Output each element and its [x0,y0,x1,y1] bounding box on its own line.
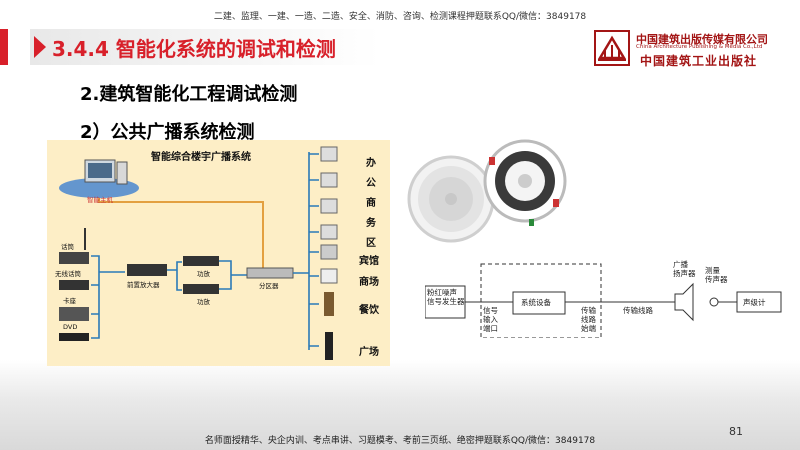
pc-label: 智能主机 [87,196,113,204]
zone-char-ban: 办 [366,158,376,169]
block-line: 传输线路 [623,306,653,315]
source-mic: 话筒 [61,243,74,251]
block-input-port: 信号 输入 端口 [483,306,498,333]
amp-label-2: 功放 [197,298,210,306]
amp-label-1: 功放 [197,270,210,278]
source-wireless-mic: 无线话筒 [55,270,81,278]
zone-mall: 商场 [359,277,379,288]
background-floor [0,360,800,450]
page-number: 81 [729,425,743,438]
ceiling-speaker-photos [403,135,593,245]
subsection-heading: 2）公共广播系统检测 [80,122,255,143]
diagram-title: 智能综合楼宇广播系统 [151,152,251,163]
section-heading: 2.建筑智能化工程调试检测 [80,84,298,105]
bottom-contact-note: 名师面授精华、央企内训、考点串讲、习题模考、考前三页纸、绝密押题联系QQ/微信：… [204,436,596,446]
title-red-bar [0,29,8,65]
zone-hotel: 宾馆 [359,256,379,267]
block-system: 系统设备 [521,298,551,307]
publisher-name: 中国建筑出版传媒有限公司 [636,33,768,46]
source-dvd: DVD [63,323,78,331]
block-generator: 粉红噪声 信号发生器 [427,288,465,306]
block-diagram-lines [424,263,782,339]
diagram-lines [59,146,338,360]
block-meter: 声级计 [743,298,766,307]
zone-char-qu: 区 [366,238,376,249]
title-arrow-icon [34,36,46,58]
zone-plaza: 广场 [359,347,379,358]
publisher-calligraphy: 中国建筑工业出版社 [640,54,758,68]
measurement-block-diagram: 粉红噪声 信号发生器 信号 输入 端口 系统设备 传输 线路 始端 传输线路 广… [424,258,785,339]
preamp-label: 前置放大器 [127,281,160,289]
block-speaker: 广播 扬声器 [673,260,696,278]
distributor-label: 分区器 [259,282,279,290]
publisher-logo-icon [594,30,630,66]
zone-char-shang: 商 [366,198,376,209]
block-output: 传输 线路 始端 [581,306,596,333]
zone-char-gong: 公 [366,178,376,189]
zone-char-wu: 务 [366,218,376,229]
zone-dining: 餐饮 [359,305,379,316]
publisher-name-en: China Architecture Publishing & Media Co… [636,44,763,50]
title-background [30,29,380,65]
block-mic: 测量 传声器 [705,266,728,284]
broadcast-system-diagram: 智能综合楼宇广播系统 智能主机 话筒 无线话筒 卡座 DVD 前置放大器 功放 … [47,140,390,366]
top-contact-note: 二建、监理、一建、一造、二造、安全、消防、咨询、检测课程押题联系QQ/微信：38… [213,12,587,22]
source-tape: 卡座 [63,297,76,305]
slide-title: 3.4.4 智能化系统的调试和检测 [52,37,336,61]
